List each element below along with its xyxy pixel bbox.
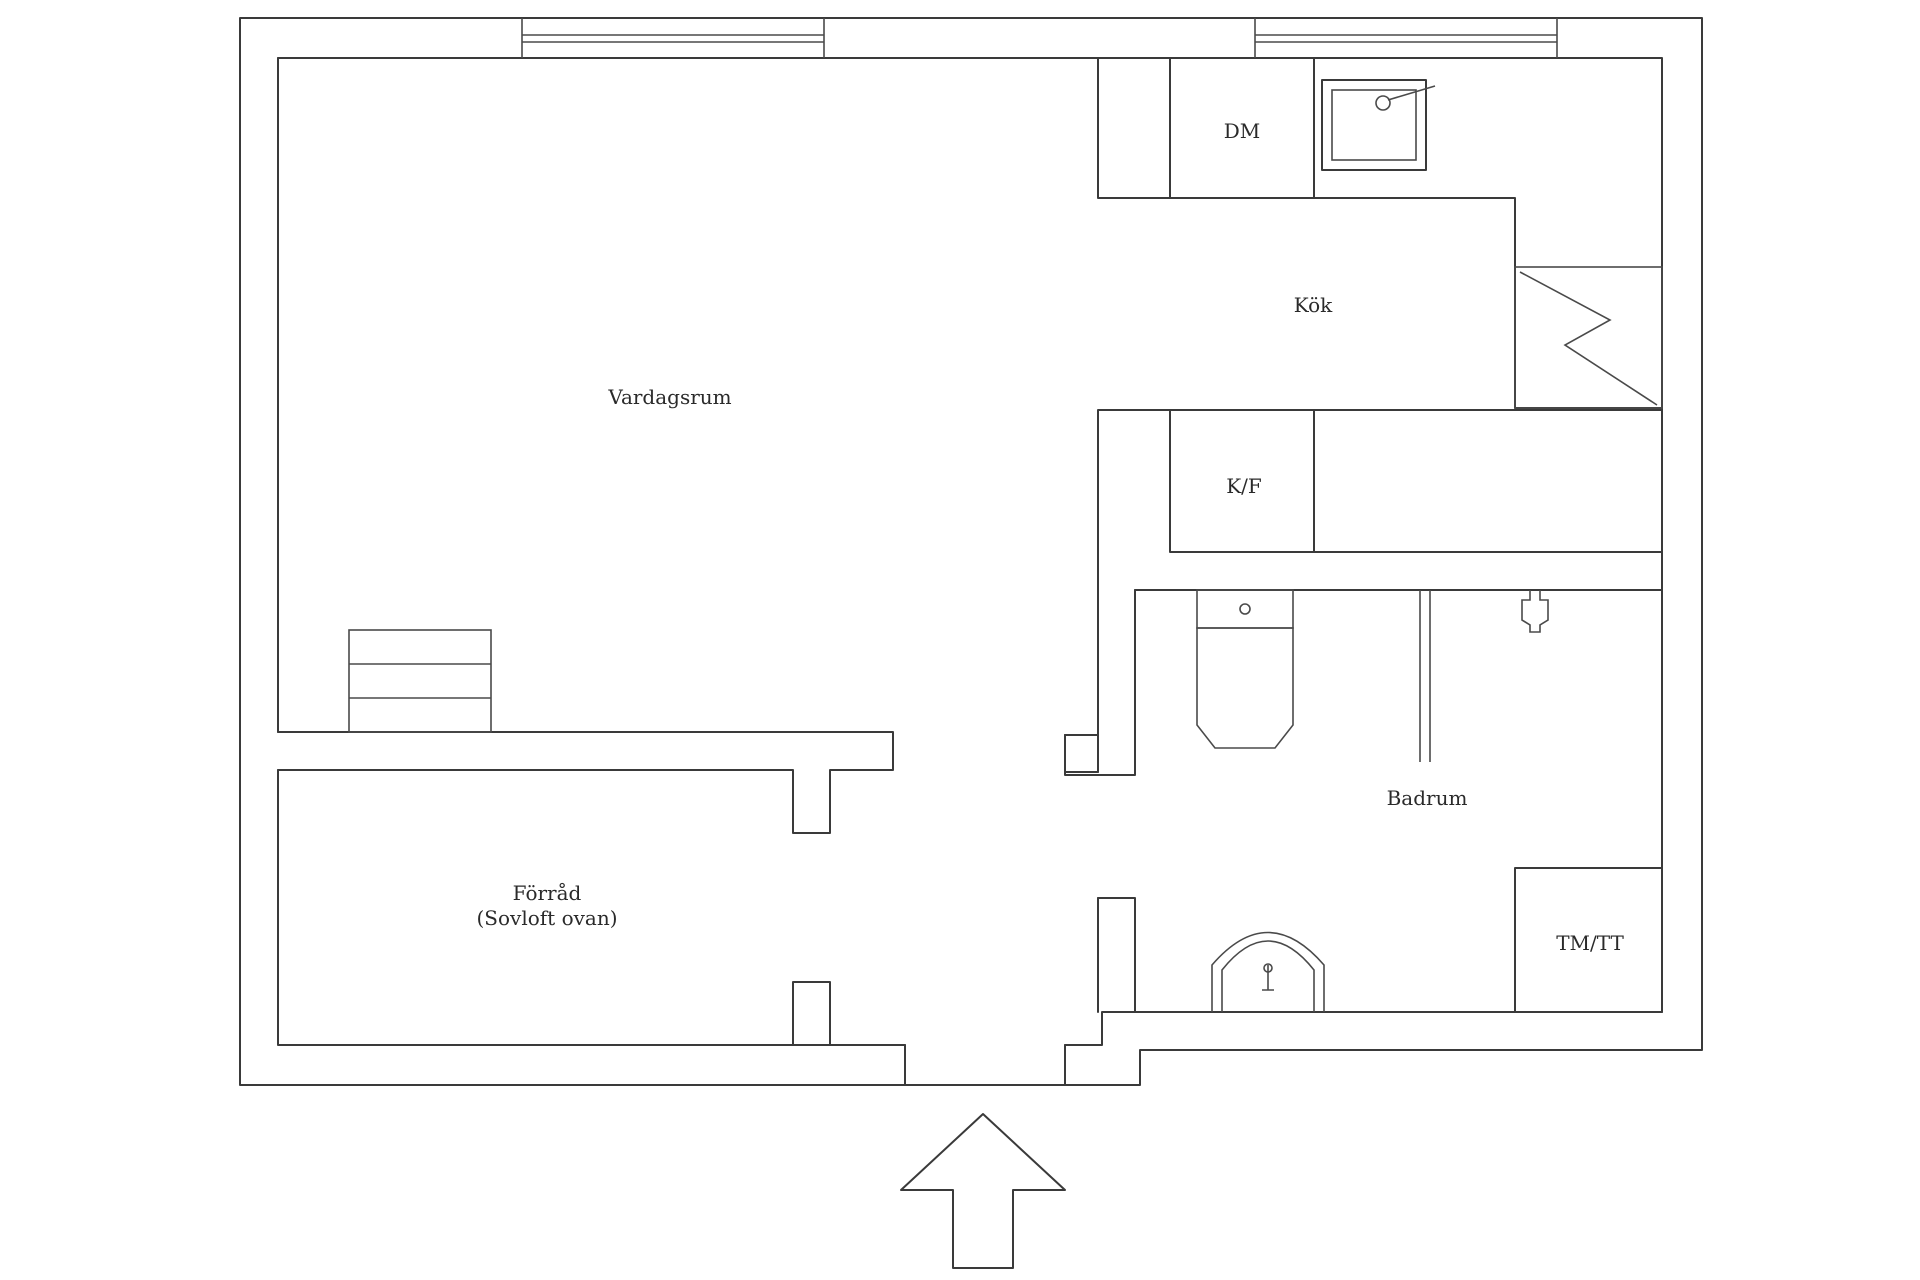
dishwasher-label: DM [1224,119,1261,143]
living-room-label: Vardagsrum [607,385,731,409]
entrance-arrow-icon [900,1113,1066,1269]
shower-icon [1521,590,1549,633]
kitchen-label: Kök [1294,293,1333,317]
storage-label: Förråd [513,881,582,905]
stove-icon [1514,266,1663,409]
sink-icon [1321,79,1436,171]
stairs-icon [348,629,492,733]
storage-partition [277,731,894,1046]
fridge-freezer-label: K/F [1226,474,1262,498]
toilet-icon [1196,589,1294,749]
laundry-box [1514,867,1663,1013]
laundry-label: TM/TT [1556,931,1624,955]
entrance-opening [904,1044,1066,1086]
storage-note-label: (Sovloft ovan) [476,906,617,930]
windows [521,18,1558,58]
washbasin-icon [1211,931,1325,1012]
kitchen-upper-counter [1097,57,1663,409]
bathroom-label: Badrum [1387,786,1468,810]
outer-walls [239,17,1703,1086]
